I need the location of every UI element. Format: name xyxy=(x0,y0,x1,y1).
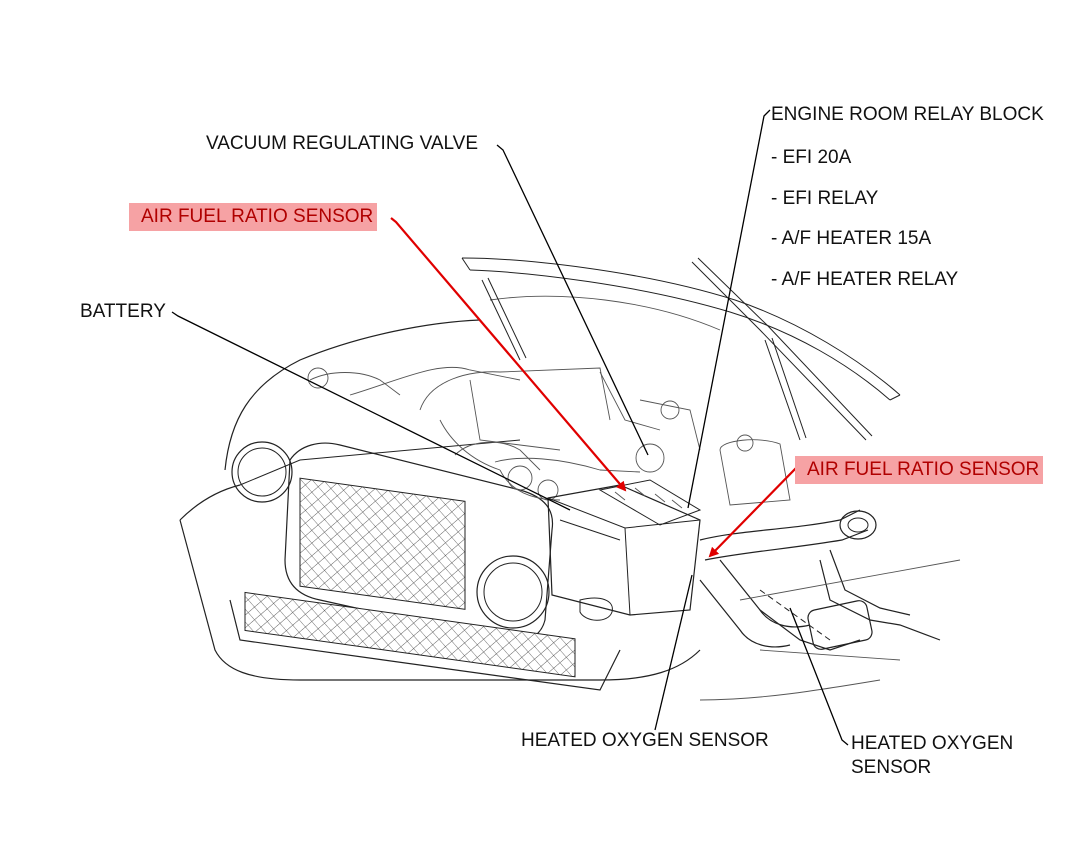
label-vacuum-regulating-valve: VACUUM REGULATING VALVE xyxy=(206,133,479,154)
leader-heated-oxygen-sensor-1 xyxy=(654,574,693,731)
vehicle-body xyxy=(179,257,961,701)
label-air-fuel-ratio-sensor-2: AIR FUEL RATIO SENSOR xyxy=(795,456,1044,484)
label-air-fuel-ratio-sensor-1: AIR FUEL RATIO SENSOR xyxy=(129,203,378,231)
relay-item-af-heater-relay: - A/F HEATER RELAY xyxy=(771,269,959,290)
relay-item-efi-20a: - EFI 20A xyxy=(771,147,852,168)
label-battery: BATTERY xyxy=(80,301,166,322)
relay-item-af-heater-15a: - A/F HEATER 15A xyxy=(771,228,932,249)
label-heated-oxygen-sensor-2-line2: SENSOR xyxy=(851,757,932,778)
leader-battery xyxy=(171,311,571,511)
relay-item-efi-relay: - EFI RELAY xyxy=(771,188,879,209)
leader-heated-oxygen-sensor-2 xyxy=(789,607,849,746)
red-pointer-air-fuel-ratio-sensor-1 xyxy=(390,217,627,492)
red-pointer-air-fuel-ratio-sensor-2 xyxy=(708,461,801,558)
leader-lines xyxy=(171,109,849,746)
label-engine-room-relay-block: ENGINE ROOM RELAY BLOCK xyxy=(771,104,1044,125)
leader-engine-room-relay-block xyxy=(687,109,771,509)
label-heated-oxygen-sensor-1: HEATED OXYGEN SENSOR xyxy=(521,730,769,751)
leader-vacuum-regulating-valve xyxy=(496,144,649,456)
label-heated-oxygen-sensor-2-line1: HEATED OXYGEN xyxy=(851,733,1014,754)
